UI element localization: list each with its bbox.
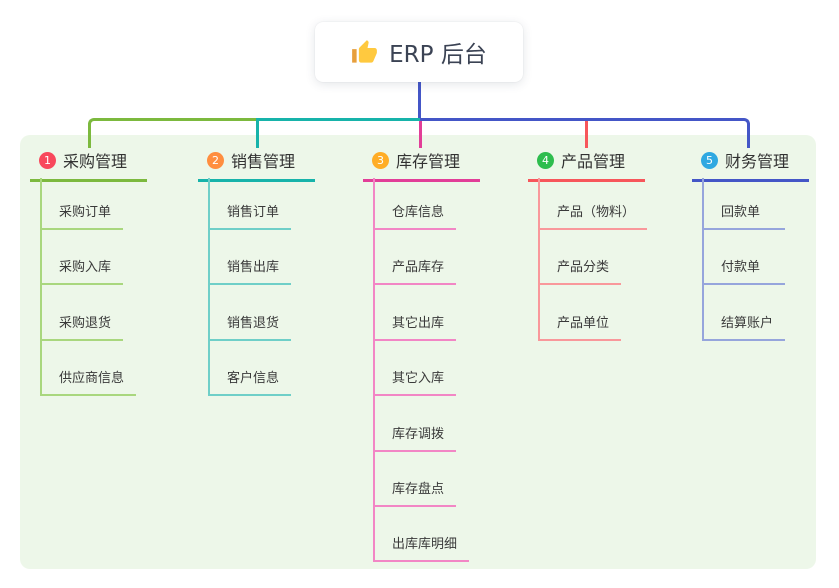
branch-3-node-2[interactable]: 产品库存 (373, 258, 457, 285)
branch-4-node-3[interactable]: 产品单位 (538, 314, 622, 341)
branch-5-node-1[interactable]: 回款单 (702, 203, 785, 230)
root-node[interactable]: ERP 后台 (315, 22, 523, 82)
branch-2-node-1[interactable]: 销售订单 (208, 203, 292, 230)
connector-branch-4-drop (585, 121, 588, 148)
branch-4-badge: 4 (537, 151, 554, 169)
branch-2-label: 销售管理 (231, 152, 296, 171)
branch-1-node-1[interactable]: 采购订单 (40, 203, 124, 230)
branch-1-node-3[interactable]: 采购退货 (40, 314, 124, 341)
connector-branch-5-elbow (420, 118, 750, 148)
branch-5-node-3[interactable]: 结算账户 (702, 314, 786, 341)
branch-1-label: 采购管理 (63, 152, 128, 171)
branch-3-node-5[interactable]: 库存调拨 (373, 425, 457, 452)
branch-1-child-line (40, 178, 42, 396)
connector-branch-3-drop (419, 121, 422, 148)
branch-4-node-1[interactable]: 产品（物料） (538, 203, 648, 230)
connector-root-line (418, 82, 421, 118)
branch-3-label: 库存管理 (396, 152, 461, 171)
branch-1-header[interactable]: 1 采购管理 (30, 148, 147, 182)
branch-1-node-4[interactable]: 供应商信息 (40, 369, 137, 396)
branch-4-header[interactable]: 4 产品管理 (528, 148, 645, 182)
branch-3-badge: 3 (372, 151, 389, 169)
root-label: ERP 后台 (389, 42, 487, 68)
branch-2-node-2[interactable]: 销售出库 (208, 258, 292, 285)
branch-4-child-line (538, 178, 540, 341)
branch-2-header[interactable]: 2 销售管理 (198, 148, 315, 182)
branch-3-node-4[interactable]: 其它入库 (373, 369, 457, 396)
branch-3-node-1[interactable]: 仓库信息 (373, 203, 457, 230)
branch-5-label: 财务管理 (725, 152, 790, 171)
branch-4-label: 产品管理 (561, 152, 626, 171)
branch-5-node-2[interactable]: 付款单 (702, 258, 785, 285)
branch-3-node-3[interactable]: 其它出库 (373, 314, 457, 341)
branch-2-child-line (208, 178, 210, 396)
branches-panel (20, 135, 816, 569)
branch-5-child-line (702, 178, 704, 341)
branch-5-badge: 5 (701, 151, 718, 169)
branch-2-badge: 2 (207, 151, 224, 169)
connector-branch-2-elbow (256, 118, 420, 148)
branch-3-child-line (373, 178, 375, 562)
branch-1-node-2[interactable]: 采购入库 (40, 258, 124, 285)
branch-3-node-7[interactable]: 出库库明细 (373, 535, 470, 562)
branch-4-node-2[interactable]: 产品分类 (538, 258, 622, 285)
thumbs-up-icon (351, 39, 378, 66)
branch-5-header[interactable]: 5 财务管理 (692, 148, 809, 182)
branch-2-node-3[interactable]: 销售退货 (208, 314, 292, 341)
branch-1-badge: 1 (39, 151, 56, 169)
branch-3-node-6[interactable]: 库存盘点 (373, 480, 457, 507)
branch-3-header[interactable]: 3 库存管理 (363, 148, 480, 182)
connector-branch-1-elbow (88, 118, 256, 148)
branch-2-node-4[interactable]: 客户信息 (208, 369, 292, 396)
